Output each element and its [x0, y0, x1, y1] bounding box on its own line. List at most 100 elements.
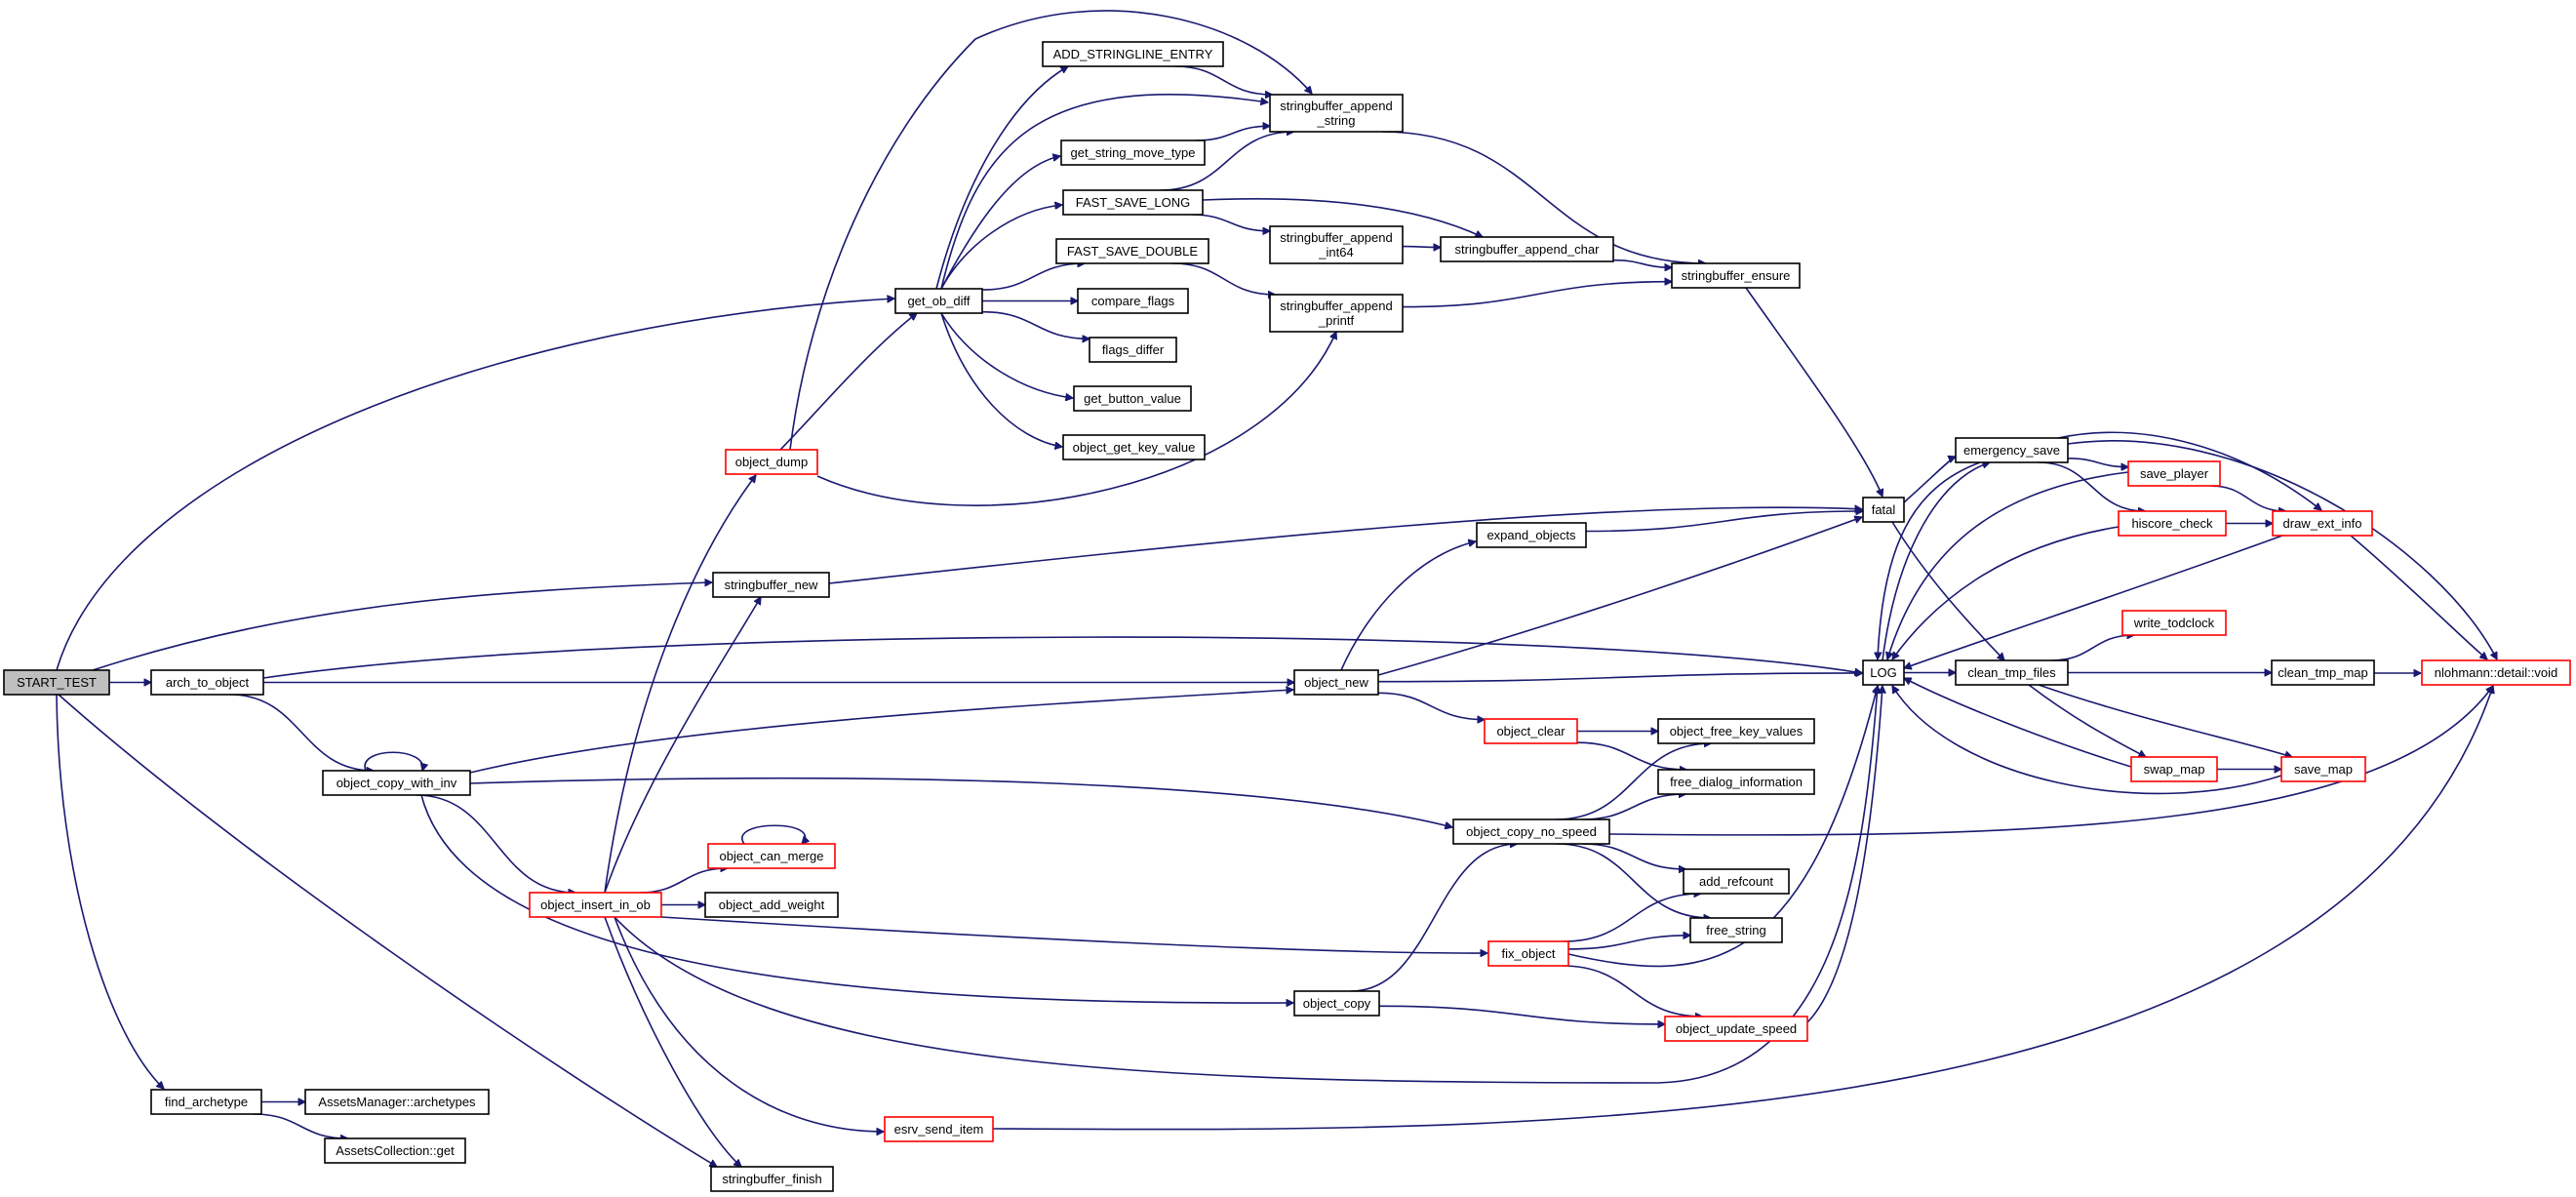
edge-line [1402, 247, 1441, 248]
node-box [1671, 262, 1801, 289]
node-object-add-weight[interactable]: object_add_weight [704, 892, 839, 918]
node-compare-flags[interactable]: compare_flags [1077, 288, 1189, 314]
node-label: object_dump [735, 455, 808, 469]
node-emergency-save[interactable]: emergency_save [1955, 437, 2069, 463]
call-edge-object-copy-to-object-update-speed [1378, 1005, 1665, 1024]
node-object-clear[interactable]: object_clear [1484, 718, 1578, 744]
edge-line [604, 916, 741, 1167]
edge-line [1806, 686, 1882, 1023]
edge-line [981, 310, 1090, 339]
node-fast-save-long[interactable]: FAST_SAVE_LONG [1062, 189, 1204, 216]
node-start-test[interactable]: START_TEST [3, 669, 110, 696]
node-get-ob-diff[interactable]: get_ob_diff [894, 288, 983, 314]
edge-line [741, 824, 806, 844]
call-edge-fix-object-to-free-string [1567, 936, 1690, 950]
call-edge-arch-to-object-to-log [262, 636, 1862, 679]
call-edge-fast-save-long-to-stringbuffer-append-string [1160, 132, 1294, 191]
call-edge-stringbuffer-append-int64-to-stringbuffer-append-char [1402, 247, 1441, 248]
node-object-copy[interactable]: object_copy [1293, 990, 1380, 1017]
edge-line [604, 475, 756, 894]
node-object-can-merge[interactable]: object_can_merge [707, 843, 836, 869]
call-edge-object-insert-in-ob-to-log [614, 686, 1878, 1084]
node-fast-save-double[interactable]: FAST_SAVE_DOUBLE [1055, 238, 1209, 264]
edge-line [262, 636, 1862, 679]
node-nlohmann-void[interactable]: nlohmann::detail::void [2421, 659, 2571, 686]
node-object-get-key-value[interactable]: object_get_key_value [1062, 434, 1206, 460]
edge-line [1891, 521, 2004, 660]
node-add-refcount[interactable]: add_refcount [1683, 868, 1790, 895]
call-edge-object-new-to-object-clear [1377, 692, 1485, 719]
node-object-insert-in-ob[interactable]: object_insert_in_ob [529, 892, 662, 918]
node-save-player[interactable]: save_player [2127, 460, 2221, 487]
node-clean-tmp-files[interactable]: clean_tmp_files [1955, 659, 2069, 686]
node-fatal[interactable]: fatal [1862, 497, 1905, 523]
edge-line [420, 794, 1293, 1003]
call-edge-save-player-to-log [1887, 471, 2129, 659]
node-write-todclock[interactable]: write_todclock [2121, 610, 2227, 636]
node-box [1293, 990, 1380, 1017]
node-swap-map[interactable]: swap_map [2130, 756, 2218, 782]
node-box [1089, 337, 1177, 363]
edge-line [1745, 287, 1882, 497]
call-edge-start-test-to-get-ob-diff [56, 299, 894, 671]
node-object-free-key-values[interactable]: object_free_key_values [1657, 718, 1815, 744]
node-free-dialog-information[interactable]: free_dialog_information [1657, 769, 1815, 795]
edge-line [1378, 1005, 1665, 1024]
node-object-copy-no-speed[interactable]: object_copy_no_speed [1452, 818, 1610, 845]
call-edge-arch-to-object-to-object-copy-with-inv [229, 694, 374, 771]
node-find-archetype[interactable]: find_archetype [150, 1089, 262, 1115]
node-get-button-value[interactable]: get_button_value [1073, 385, 1192, 412]
edge-line [2067, 458, 2128, 467]
node-assets-collection-get[interactable]: AssetsCollection::get [324, 1137, 466, 1164]
node-stringbuffer-append-int64[interactable]: stringbuffer_append_int64 [1269, 225, 1404, 264]
node-stringbuffer-append-printf[interactable]: stringbuffer_append_printf [1269, 294, 1404, 333]
node-arch-to-object[interactable]: arch_to_object [150, 669, 264, 696]
node-free-string[interactable]: free_string [1689, 917, 1783, 943]
node-object-copy-with-inv[interactable]: object_copy_with_inv [322, 770, 471, 796]
node-box [529, 892, 662, 918]
node-stringbuffer-finish[interactable]: stringbuffer_finish [710, 1166, 834, 1192]
node-assets-manager-archetypes[interactable]: AssetsManager::archetypes [304, 1089, 490, 1115]
call-edge-object-new-to-fatal [1377, 517, 1862, 676]
node-stringbuffer-append-string[interactable]: stringbuffer_append_string [1269, 94, 1404, 133]
call-edge-stringbuffer-new-to-fatal [828, 507, 1862, 584]
call-edge-start-test-to-stringbuffer-finish [58, 694, 717, 1168]
node-object-dump[interactable]: object_dump [725, 449, 818, 475]
node-label: save_player [2140, 466, 2209, 481]
node-esrv-send-item[interactable]: esrv_send_item [884, 1116, 994, 1142]
call-edge-object-copy-with-inv-to-object-insert-in-ob [416, 794, 575, 893]
node-label: nlohmann::detail::void [2435, 665, 2557, 680]
edge-line [992, 686, 2493, 1131]
call-edge-fatal-to-emergency-save [1903, 457, 1956, 503]
node-fix-object[interactable]: fix_object [1487, 940, 1569, 967]
node-get-string-move-type[interactable]: get_string_move_type [1060, 140, 1206, 166]
node-label: object_copy_with_inv [337, 776, 457, 790]
node-label: FAST_SAVE_LONG [1076, 195, 1191, 210]
node-log[interactable]: LOG [1862, 659, 1905, 686]
node-object-update-speed[interactable]: object_update_speed [1664, 1016, 1808, 1042]
node-stringbuffer-ensure[interactable]: stringbuffer_ensure [1671, 262, 1801, 289]
node-stringbuffer-new[interactable]: stringbuffer_new [712, 572, 830, 598]
edge-line [58, 694, 717, 1168]
node-label: hiscore_check [2131, 516, 2213, 531]
node-box [725, 449, 818, 475]
node-hiscore-check[interactable]: hiscore_check [2118, 510, 2227, 537]
node-add-stringline-entry[interactable]: ADD_STRINGLINE_ENTRY [1042, 41, 1224, 67]
node-object-new[interactable]: object_new [1293, 669, 1379, 696]
node-box [2272, 510, 2373, 537]
node-save-map[interactable]: save_map [2280, 756, 2366, 782]
node-draw-ext-info[interactable]: draw_ext_info [2272, 510, 2373, 537]
node-expand-objects[interactable]: expand_objects [1476, 522, 1587, 548]
node-label: expand_objects [1486, 528, 1576, 542]
node-box [1269, 94, 1404, 133]
node-flags-differ[interactable]: flags_differ [1089, 337, 1177, 363]
node-label: object_copy_no_speed [1466, 824, 1597, 839]
node-label: find_archetype [165, 1095, 248, 1109]
edge-line [1567, 936, 1690, 950]
node-box [1062, 434, 1206, 460]
node-clean-tmp-map[interactable]: clean_tmp_map [2271, 659, 2375, 686]
edge-line [229, 694, 374, 771]
node-stringbuffer-append-char[interactable]: stringbuffer_append_char [1440, 236, 1614, 262]
call-edge-get-ob-diff-to-get-button-value [940, 312, 1073, 398]
